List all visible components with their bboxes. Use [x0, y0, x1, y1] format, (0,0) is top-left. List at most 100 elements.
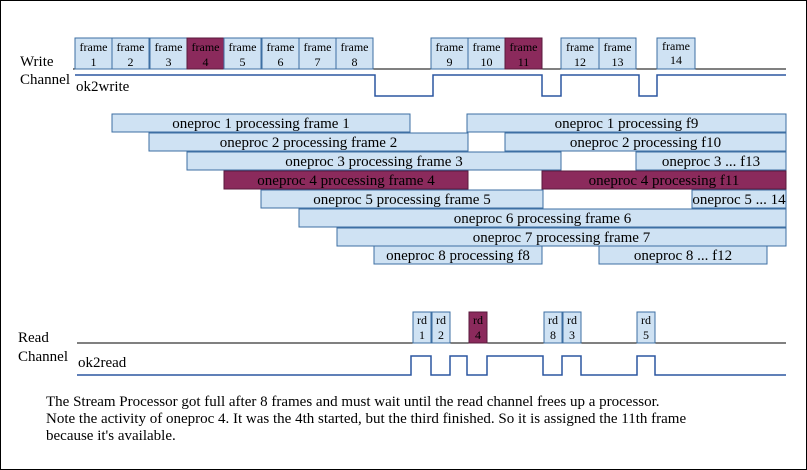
processor-bar: oneproc 5 processing frame 5 [260, 189, 544, 209]
processor-rect [148, 132, 469, 152]
read-label: rd [641, 313, 651, 327]
frame-number: 4 [203, 55, 209, 69]
frame-rect [149, 37, 188, 70]
processor-label: oneproc 6 processing frame 6 [454, 211, 632, 227]
read-label: rd [473, 313, 483, 327]
ok2write-label: ok2write [76, 79, 130, 95]
processor-bar: oneproc 4 processing f11 [541, 170, 787, 190]
processor-bar: oneproc 3 processing frame 3 [186, 151, 562, 171]
processor-rect [504, 132, 787, 152]
frame-label: frame [229, 40, 257, 54]
processor-label: oneproc 7 processing frame 7 [473, 230, 651, 246]
frame-label: frame [473, 40, 501, 54]
processor-rect [598, 245, 768, 265]
read-box: rd8 [543, 311, 563, 344]
processor-bar: oneproc 1 processing f9 [466, 113, 787, 133]
frame-rect [467, 37, 506, 70]
read-box: rd3 [562, 311, 582, 344]
frame-rect [335, 37, 374, 70]
processor-rect [298, 208, 787, 228]
read-number: 1 [419, 328, 425, 342]
write-label-line2: Channel [20, 72, 70, 88]
processor-bars: oneproc 1 processing frame 1 oneproc 1 pr… [111, 113, 787, 265]
processor-label: oneproc 8 ... f12 [634, 248, 732, 264]
read-box: rd4 [468, 311, 488, 344]
frame-number: 12 [574, 55, 586, 69]
caption: The Stream Processor got full after 8 fr… [46, 394, 786, 445]
processor-label: oneproc 4 processing f11 [589, 173, 740, 189]
processor-bar: oneproc 2 processing f10 [504, 132, 787, 152]
timing-diagram: Write Channel ok2write frame1frame2frame… [18, 37, 787, 376]
read-label: rd [567, 313, 577, 327]
read-label-line1: Read [18, 330, 49, 346]
caption-line: because it's available. [46, 428, 176, 444]
read-label: rd [417, 313, 427, 327]
read-number: 2 [438, 328, 444, 342]
processor-bar: oneproc 8 ... f12 [598, 245, 768, 265]
frame-number: 7 [315, 55, 321, 69]
frame-number: 1 [91, 55, 97, 69]
frame-label: frame [341, 40, 369, 54]
frame-label: frame [436, 40, 464, 54]
processor-label: oneproc 4 processing frame 4 [257, 173, 435, 189]
processor-label: oneproc 5 ... 14 [692, 192, 786, 208]
processor-bar: oneproc 3 ... f13 [635, 151, 787, 171]
processor-label: oneproc 1 processing frame 1 [172, 116, 349, 132]
read-rect [412, 311, 432, 344]
processor-bar: oneproc 7 processing frame 7 [336, 227, 787, 247]
read-number: 5 [643, 328, 649, 342]
frame-rect [656, 37, 696, 70]
read-rect [562, 311, 582, 344]
frame-label: frame [192, 40, 220, 54]
processor-rect [691, 189, 787, 209]
read-number: 4 [475, 328, 481, 342]
frame-label: frame [566, 40, 594, 54]
processor-label: oneproc 3 ... f13 [662, 154, 760, 170]
write-label-line1: Write [20, 54, 54, 70]
frame-label: frame [267, 40, 295, 54]
frame-label: frame [80, 40, 108, 54]
frame-number: 2 [128, 55, 134, 69]
processor-rect [373, 245, 543, 265]
frame-number: 13 [612, 55, 624, 69]
read-rect [636, 311, 656, 344]
frame-number: 3 [166, 55, 172, 69]
processor-rect [336, 227, 787, 247]
write-frames: frame1frame2frame3frame4frame5frame6fram… [74, 37, 696, 70]
read-label-line2: Channel [18, 349, 68, 365]
frame-label: frame [155, 40, 183, 54]
frame-number: 9 [447, 55, 453, 69]
processor-label: oneproc 8 processing f8 [386, 248, 530, 264]
read-rect [431, 311, 451, 344]
processor-label: oneproc 2 processing frame 2 [220, 135, 397, 151]
frame-label: frame [117, 40, 145, 54]
read-rect [468, 311, 488, 344]
frame-rect [598, 37, 637, 70]
caption-line: The Stream Processor got full after 8 fr… [46, 394, 660, 410]
processor-label: oneproc 3 processing frame 3 [285, 154, 462, 170]
ok2read-waveform [77, 355, 786, 376]
processor-bar: oneproc 4 processing frame 4 [223, 170, 469, 190]
frame-number: 8 [352, 55, 358, 69]
processor-bar: oneproc 2 processing frame 2 [148, 132, 469, 152]
frame-number: 11 [518, 55, 530, 69]
frame-rect [223, 37, 262, 70]
frame-number: 5 [240, 55, 246, 69]
processor-bar: oneproc 6 processing frame 6 [298, 208, 787, 228]
frame-label: frame [304, 40, 332, 54]
processor-bar: oneproc 5 ... 14 [691, 189, 787, 209]
frame-number: 14 [670, 53, 682, 67]
read-number: 8 [550, 328, 556, 342]
frame-rect [504, 37, 543, 70]
caption-line: Note the activity of oneproc 4. It was t… [46, 411, 687, 427]
frame-rect [111, 37, 150, 70]
read-box: rd1 [412, 311, 432, 344]
read-label: rd [548, 313, 558, 327]
